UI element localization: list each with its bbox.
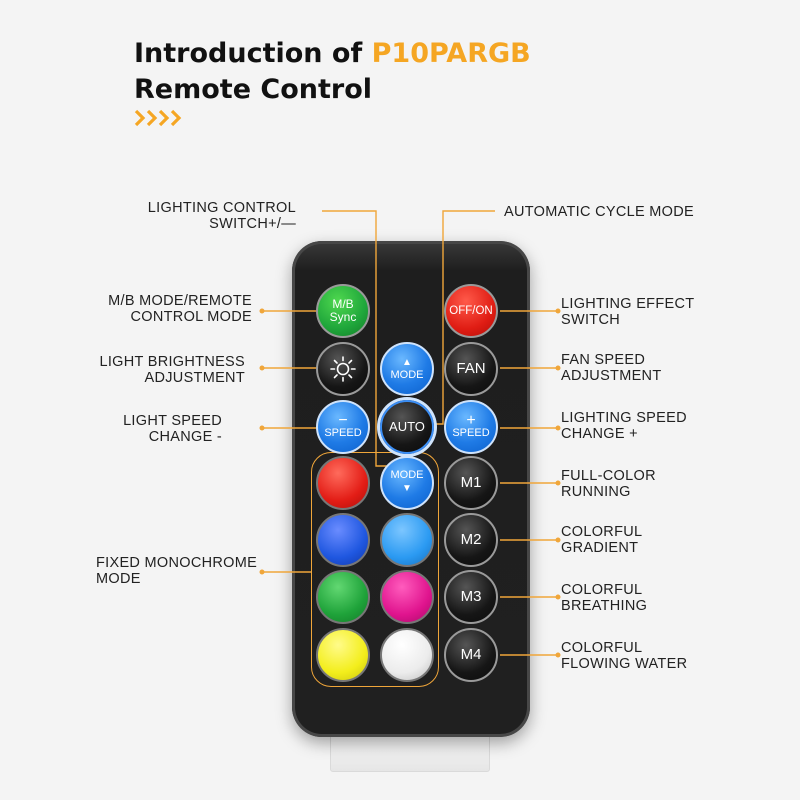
mode-down-button[interactable]: MODE ▼ — [380, 456, 434, 510]
label-line: AUTOMATIC CYCLE MODE — [504, 204, 694, 220]
label-line: COLORFUL — [561, 524, 643, 540]
label-line: ADJUSTMENT — [561, 368, 662, 384]
light-blue-color-button[interactable] — [380, 513, 434, 567]
m2-label: M2 — [460, 531, 482, 549]
label-light-speed: LIGHT SPEED CHANGE - — [123, 413, 222, 445]
label-line: CHANGE - — [148, 429, 222, 445]
label-line: RUNNING — [561, 484, 631, 500]
label-lighting-control-switch: LIGHTING CONTROL SWITCH+/— — [148, 200, 296, 232]
label-line: CHANGE + — [561, 426, 638, 442]
label-automatic-cycle: AUTOMATIC CYCLE MODE — [504, 204, 694, 220]
label-line: BREATHING — [561, 598, 648, 614]
mb-sync-label-2: Sync — [329, 310, 357, 324]
auto-label: AUTO — [389, 419, 425, 435]
label-lighting-speed-plus: LIGHTING SPEED CHANGE + — [561, 410, 687, 442]
monochrome-group-outline — [311, 452, 439, 687]
label-fixed-monochrome: FIXED MONOCHROME MODE — [96, 555, 257, 587]
label-line: ADJUSTMENT — [144, 370, 245, 386]
label-line: SWITCH — [561, 312, 620, 328]
label-line: LIGHT BRIGHTNESS — [99, 354, 245, 370]
mode-up-button[interactable]: ▲ MODE — [380, 342, 434, 396]
label-gradient: COLORFUL GRADIENT — [561, 524, 642, 556]
m3-label: M3 — [460, 588, 482, 606]
label-line: CONTROL MODE — [130, 309, 252, 325]
label-mb-mode: M/B MODE/REMOTE CONTROL MODE — [108, 293, 252, 325]
label-line: SWITCH+/— — [209, 216, 296, 232]
label-flowing-water: COLORFUL FLOWING WATER — [561, 640, 687, 672]
speed-plus-button[interactable]: + SPEED — [444, 400, 498, 454]
magenta-color-button[interactable] — [380, 570, 434, 624]
label-line: GRADIENT — [561, 540, 639, 556]
label-fan-speed: FAN SPEED ADJUSTMENT — [561, 352, 661, 384]
auto-button[interactable]: AUTO — [380, 400, 434, 454]
label-line: COLORFUL — [561, 582, 643, 598]
title-prefix: Introduction of — [134, 38, 372, 69]
yellow-color-button[interactable] — [316, 628, 370, 682]
m4-button[interactable]: M4 — [444, 628, 498, 682]
blue-color-button[interactable] — [316, 513, 370, 567]
label-line: FLOWING WATER — [561, 656, 688, 672]
green-color-button[interactable] — [316, 570, 370, 624]
label-line: COLORFUL — [561, 640, 643, 656]
speed-minus-button[interactable]: − SPEED — [316, 400, 370, 454]
label-line: FULL-COLOR — [561, 468, 656, 484]
white-color-button[interactable] — [380, 628, 434, 682]
label-brightness: LIGHT BRIGHTNESS ADJUSTMENT — [99, 354, 245, 386]
m1-button[interactable]: M1 — [444, 456, 498, 510]
label-line: FIXED MONOCHROME — [96, 555, 258, 571]
speed-plus-label: SPEED — [452, 427, 490, 440]
label-full-color: FULL-COLOR RUNNING — [561, 468, 656, 500]
mode-up-arrow-icon: ▲ — [402, 357, 412, 369]
label-line: LIGHT SPEED — [123, 413, 222, 429]
fan-button[interactable]: FAN — [444, 342, 498, 396]
label-line: FAN SPEED — [561, 352, 646, 368]
mode-up-label: MODE — [390, 369, 424, 382]
minus-icon: − — [338, 412, 348, 430]
label-effect-switch: LIGHTING EFFECT SWITCH — [561, 296, 694, 328]
label-line: LIGHTING SPEED — [561, 410, 687, 426]
label-line: LIGHTING EFFECT — [561, 296, 695, 312]
title-line2: Remote Control — [134, 74, 373, 105]
mb-sync-label-1: M/B — [332, 297, 354, 312]
m3-button[interactable]: M3 — [444, 570, 498, 624]
m4-label: M4 — [460, 646, 482, 664]
speed-minus-label: SPEED — [324, 427, 362, 440]
brightness-button[interactable] — [316, 342, 370, 396]
mode-down-arrow-icon: ▼ — [402, 482, 412, 494]
label-line: MODE — [96, 571, 141, 587]
mb-sync-button[interactable]: M/B Sync — [316, 284, 370, 338]
page-title: Introduction of P10PARGB Remote Control — [134, 36, 531, 108]
chevrons-icon — [134, 109, 182, 127]
title-model: P10PARGB — [371, 38, 531, 69]
label-line: LIGHTING CONTROL — [147, 200, 296, 216]
mode-down-label: MODE — [390, 469, 424, 482]
off-on-label: OFF/ON — [449, 304, 493, 317]
m2-button[interactable]: M2 — [444, 513, 498, 567]
label-line: M/B MODE/REMOTE — [108, 293, 252, 309]
sun-icon — [330, 356, 356, 382]
m1-label: M1 — [460, 474, 482, 492]
off-on-button[interactable]: OFF/ON — [444, 284, 498, 338]
red-color-button[interactable] — [316, 456, 370, 510]
fan-label: FAN — [456, 360, 486, 378]
plus-icon: + — [466, 412, 476, 430]
label-breathing: COLORFUL BREATHING — [561, 582, 647, 614]
